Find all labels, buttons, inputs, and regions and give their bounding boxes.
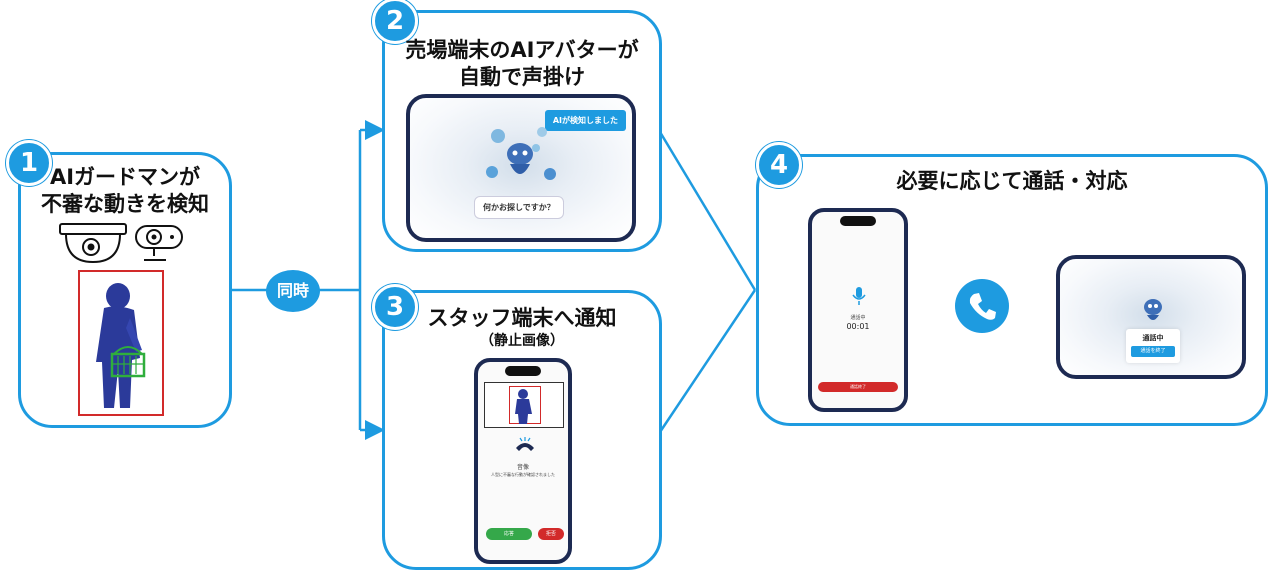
call-label: 音像	[516, 464, 529, 471]
step4-title-line1: 必要に応じて通話・対応	[896, 169, 1128, 193]
microphone-icon	[852, 287, 866, 305]
step2-number-badge: 2	[372, 0, 418, 44]
step1-title: AIガードマンが 不審な動きを検知	[18, 164, 232, 218]
call-timer: 00:01	[846, 322, 870, 331]
phone-notch	[505, 366, 541, 376]
tablet-call-status: 通話中	[1142, 334, 1164, 342]
snapshot-frame	[484, 382, 564, 428]
call-status: 通話中	[850, 315, 866, 321]
step2-title-line2: 自動で声掛け	[459, 65, 585, 89]
avatar-speech-bubble: 何かお探しですか？	[474, 196, 564, 219]
ai-avatar-icon	[486, 127, 556, 180]
step1-title-line1: AIガードマンが	[49, 165, 201, 189]
end-call-bar[interactable]: 通話終了	[818, 382, 898, 392]
step2-number: 2	[385, 6, 405, 36]
accept-label: 応答	[503, 531, 514, 537]
simultaneous-label: 同時	[276, 281, 309, 300]
ai-detected-notice: AIが検知しました	[544, 110, 626, 131]
step1-number-badge: 1	[6, 140, 52, 186]
step2-title-line1: 売場端末のAIアバターが	[405, 38, 639, 62]
dome-camera-icon	[59, 223, 127, 264]
phone-notch	[840, 216, 876, 226]
decline-label: 拒否	[545, 531, 556, 537]
store-tablet: AIが検知しました 何かお探しですか？	[406, 94, 636, 242]
web-camera-icon	[135, 225, 183, 261]
end-call-button-label: 通話を終了	[1140, 348, 1166, 354]
decline-button[interactable]: 拒否	[538, 528, 564, 540]
step3-title-line1: スタッフ端末へ通知	[427, 306, 617, 330]
staff-phone: 音像 人型に不審な行動が確認されました 応答 拒否	[474, 358, 572, 564]
step1-number: 1	[19, 148, 39, 178]
ai-detected-notice-text: AIが検知しました	[552, 116, 618, 125]
phone-call-icon	[955, 279, 1009, 333]
step3-subtitle-text: （静止画像）	[480, 333, 564, 349]
incoming-call-icon	[516, 437, 534, 451]
step1-title-line2: 不審な動きを検知	[41, 192, 209, 216]
detection-frame	[78, 270, 164, 416]
step3-title: スタッフ端末へ通知	[382, 305, 662, 332]
step4-number: 4	[769, 150, 789, 180]
avatar-speech-text: 何かお探しですか？	[483, 203, 555, 212]
alert-caption: 人型に不審な行動が確認されました	[491, 472, 555, 477]
call-status-card: 通話中 通話を終了	[1126, 329, 1180, 363]
end-call-button[interactable]: 通話を終了	[1131, 346, 1175, 357]
accept-button[interactable]: 応答	[486, 528, 532, 540]
step2-title: 売場端末のAIアバターが 自動で声掛け	[382, 37, 662, 91]
staff-phone-call: 通話中 00:01 通話終了	[808, 208, 908, 412]
ai-avatar-small-icon	[1144, 299, 1162, 320]
simultaneous-badge: 同時	[266, 270, 320, 312]
snapshot-person-icon	[515, 389, 532, 424]
step3-number-badge: 3	[372, 284, 418, 330]
step4-number-badge: 4	[756, 142, 802, 188]
step3-subtitle: （静止画像）	[382, 330, 662, 350]
step3-number: 3	[385, 292, 405, 322]
step4-title: 必要に応じて通話・対応	[756, 168, 1268, 195]
suspicious-person-icon	[96, 283, 146, 408]
end-call-label: 通話終了	[850, 384, 866, 389]
store-tablet-call: 通話中 通話を終了	[1056, 255, 1246, 379]
